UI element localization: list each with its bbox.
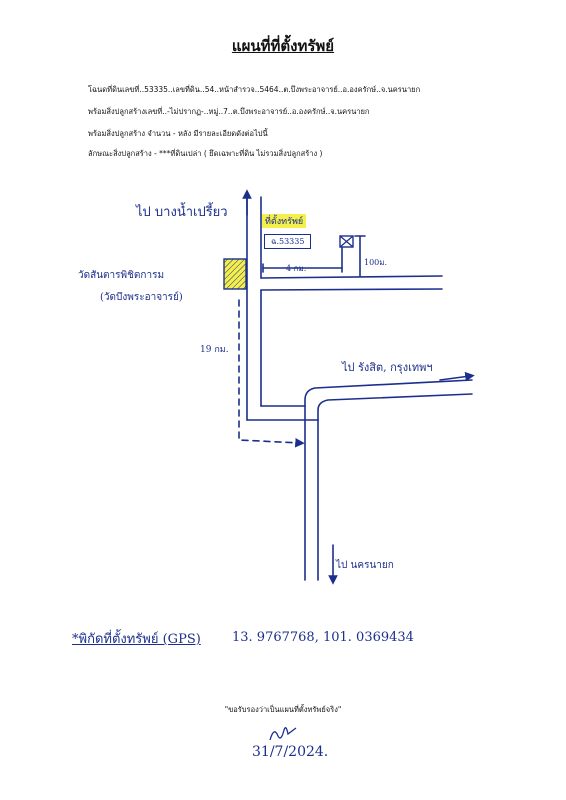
label-distance-100m: 100ม.: [364, 258, 388, 267]
gps-label: *พิกัดที่ตั้งทรัพย์ (GPS): [72, 632, 201, 647]
label-to-nakhon-nayok: ไป นครนายก: [336, 560, 394, 571]
temple-block: [223, 258, 247, 290]
label-to-rangsit-bangkok: ไป รังสิต, กรุงเทพฯ: [342, 361, 433, 374]
certification-date: 31/7/2024.: [252, 744, 329, 760]
deed-info-line: โฉนดที่ดินเลขที่..53335..เลขที่ดิน..54..…: [88, 85, 421, 94]
junction-road-upper: [260, 379, 473, 407]
east-arrow: [439, 371, 475, 382]
label-distance-19km: 19 กม.: [200, 345, 229, 355]
building-type-line: ลักษณะสิ่งปลูกสร้าง - ***ที่ดินเปล่า ( ย…: [88, 149, 323, 158]
label-distance-4km: 4 กม.: [286, 264, 307, 273]
label-to-bang-nam-priao: ไป บางน้ำเปรี้ยว: [136, 205, 228, 220]
page-title: แผนที่ที่ตั้งทรัพย์: [231, 37, 335, 55]
certification-note: "ขอรับรองว่าเป็นแผนที่ตั้งทรัพย์จริง": [224, 705, 342, 714]
label-property-location: ที่ตั้งทรัพย์: [262, 214, 307, 228]
side-road-top-edge: [260, 275, 443, 279]
deed-number-box: ฉ.53335: [264, 234, 312, 249]
building-number-line: พร้อมสิ่งปลูกสร้างเลขที่..-ไม่ปรากฏ-..หม…: [88, 107, 370, 116]
junction-road-lower: [246, 393, 473, 421]
side-road-bottom-edge: [260, 288, 443, 291]
building-count-line: พร้อมสิ่งปลูกสร้าง จำนวน - หลัง มีรายละเ…: [88, 129, 268, 138]
signature: [269, 727, 297, 741]
gps-coordinates: 13. 9767768, 101. 0369434: [232, 630, 414, 645]
route-dashed: [238, 299, 305, 448]
label-temple-alias: (วัดบึงพระอาจารย์): [100, 292, 183, 303]
property-marker: [339, 235, 354, 248]
label-temple-name: วัดสันตารพิชิตการม: [78, 270, 165, 281]
